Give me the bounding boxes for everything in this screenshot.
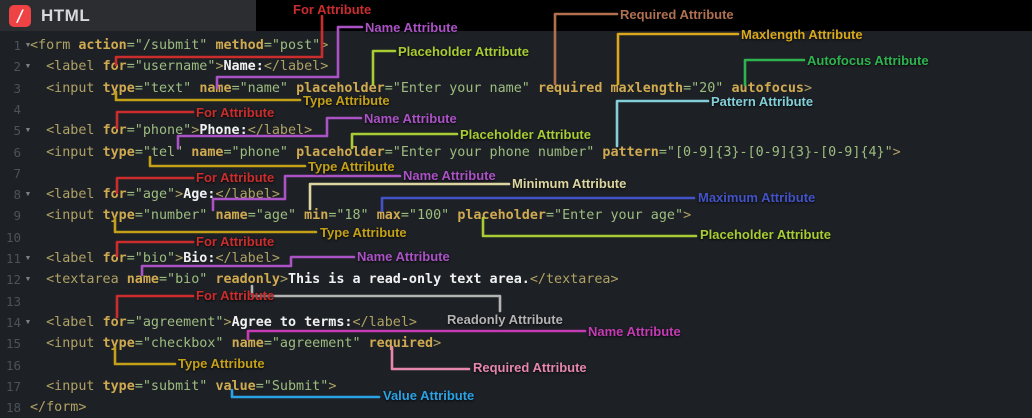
code-text: <input type="text" name="name" placehold…: [30, 80, 813, 96]
code-text: <input type="checkbox" name="agreement" …: [30, 336, 442, 352]
code-text: <label for="bio">Bio:</label>: [30, 251, 280, 266]
code-line: 5▼ <label for="phone">Phone:</label>: [0, 120, 1032, 141]
code-text: <textarea name="bio" readonly>This is a …: [30, 272, 619, 288]
code-text: <label for="agreement">Agree to terms:</…: [30, 314, 417, 330]
code-line: 7: [0, 163, 1032, 184]
fold-arrow-icon[interactable]: ▼: [24, 191, 32, 199]
fold-arrow-icon[interactable]: ▼: [24, 63, 32, 71]
line-number: 17: [5, 378, 21, 394]
code-line: 4: [0, 99, 1032, 120]
code-line: 17 <input type="submit" value="Submit">: [0, 376, 1032, 397]
code-text: <label for="phone">Phone:</label>: [30, 123, 313, 139]
tab-title: HTML: [41, 5, 91, 25]
line-number: 1: [13, 38, 21, 53]
html-logo-icon: /: [9, 4, 31, 27]
line-number: 2: [13, 59, 21, 75]
code-text: <form action="/submit" method="post">: [30, 38, 329, 53]
code-line: 14▼ <label for="agreement">Agree to term…: [0, 312, 1032, 333]
line-number: 12: [5, 272, 21, 288]
line-number: 4: [13, 101, 21, 117]
fold-arrow-icon[interactable]: ▼: [24, 276, 32, 284]
fold-arrow-icon[interactable]: ▼: [24, 255, 32, 262]
code-line: 18 </form>: [0, 397, 1032, 418]
fold-arrow-icon[interactable]: ▼: [24, 42, 32, 49]
code-line: 3 <input type="text" name="name" placeho…: [0, 78, 1032, 99]
code-line: 15 <input type="checkbox" name="agreemen…: [0, 333, 1032, 354]
code-editor[interactable]: 1▼<form action="/submit" method="post">2…: [0, 31, 1032, 418]
code-line: 1▼<form action="/submit" method="post">: [0, 35, 1032, 56]
line-number: 14: [5, 314, 21, 330]
line-number: 3: [13, 80, 21, 96]
fold-arrow-icon[interactable]: ▼: [24, 318, 32, 326]
code-line: 8▼ <label for="age">Age:</label>: [0, 184, 1032, 205]
line-number: 7: [13, 165, 21, 181]
line-number: 8: [13, 187, 21, 203]
line-number: 11: [5, 251, 21, 266]
line-number: 6: [13, 144, 21, 160]
line-number: 18: [5, 400, 21, 416]
code-line: 13: [0, 291, 1032, 312]
code-line: 10: [0, 227, 1032, 248]
code-text: <input type="number" name="age" min="18"…: [30, 208, 692, 224]
tab-bar: / HTML: [0, 0, 1032, 31]
line-number: 15: [5, 336, 21, 352]
line-number: 10: [5, 229, 21, 245]
code-line: 2▼ <label for="username">Name:</label>: [0, 56, 1032, 77]
code-text: </form>: [30, 400, 87, 416]
html-file-tab[interactable]: / HTML: [0, 0, 256, 31]
code-text: <label for="age">Age:</label>: [30, 187, 280, 203]
line-number: 13: [5, 293, 21, 309]
fold-arrow-icon[interactable]: ▼: [24, 127, 32, 135]
code-line: 9 <input type="number" name="age" min="1…: [0, 205, 1032, 226]
code-text: <input type="submit" value="Submit">: [30, 378, 337, 394]
line-number: 5: [13, 123, 21, 139]
code-line: 16: [0, 355, 1032, 376]
code-line: 6 <input type="tel" name="phone" placeho…: [0, 142, 1032, 163]
line-number: 9: [13, 208, 21, 224]
line-number: 16: [5, 357, 21, 373]
code-line: 11▼ <label for="bio">Bio:</label>: [0, 248, 1032, 269]
code-text: <input type="tel" name="phone" placehold…: [30, 144, 901, 160]
code-text: <label for="username">Name:</label>: [30, 59, 329, 75]
code-line: 12▼ <textarea name="bio" readonly>This i…: [0, 269, 1032, 290]
